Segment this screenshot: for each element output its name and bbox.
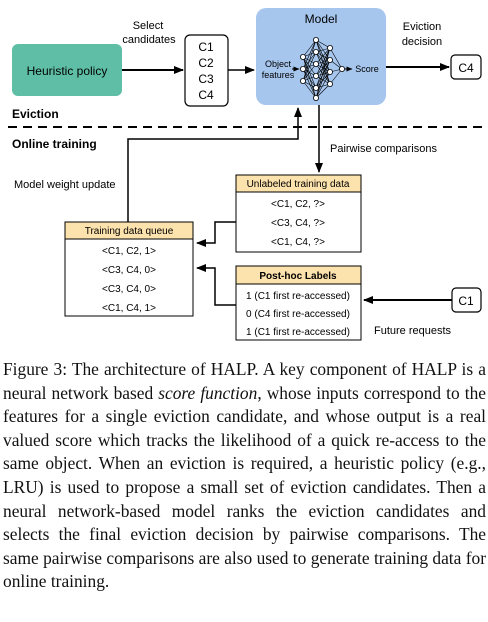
select-candidates-label-1: Select (133, 20, 164, 32)
nn-node (312, 37, 319, 44)
caption-prefix: Figure 3: The architecture of HALP. A ke… (3, 359, 486, 403)
nn-node (312, 85, 319, 92)
candidate-c2: C2 (198, 56, 214, 70)
nn-edge (315, 47, 331, 65)
arrow-posthoc-to-queue (196, 264, 236, 306)
object-features-label-1: Object (265, 59, 292, 69)
nn-node (326, 81, 333, 88)
model-weight-update-label: Model weight update (14, 179, 116, 191)
neural-network-icon (292, 37, 353, 102)
nn-node (312, 49, 319, 56)
heuristic-policy-box (12, 44, 122, 96)
nn-node (338, 66, 345, 73)
eviction-result-box (450, 54, 482, 80)
posthoc-table-body (235, 283, 362, 341)
posthoc-row-1: 1 (C1 first re-accessed) (246, 291, 350, 302)
nn-edge (302, 80, 317, 99)
nn-edge (315, 47, 331, 89)
queue-row-3: <C3, C4, 0> (102, 284, 156, 295)
nn-edge (302, 39, 317, 82)
queue-row-2: <C3, C4, 0> (102, 265, 156, 276)
posthoc-table-title: Post-hoc Labels (259, 271, 337, 282)
caption-suffix: , whose inputs correspond to the feature… (3, 382, 486, 592)
score-label: Score (355, 64, 379, 74)
nn-node (326, 57, 333, 64)
nn-edge (315, 59, 331, 99)
unlabeled-row-2: <C3, C4, ?> (271, 218, 325, 229)
nn-node (326, 69, 333, 76)
section-eviction-label: Eviction (12, 107, 59, 121)
nn-node (312, 73, 319, 80)
queue-row-1: <C1, C2, 1> (102, 246, 156, 257)
unlabeled-table-title: Unlabeled training data (247, 179, 350, 190)
queue-row-4: <C1, C4, 1> (102, 303, 156, 314)
future-request-item: C1 (458, 294, 474, 308)
candidate-c3: C3 (198, 72, 214, 86)
nn-edge (329, 47, 343, 70)
heuristic-policy-label: Heuristic policy (27, 64, 108, 78)
object-features-label-2: features (262, 70, 295, 80)
pairwise-comparisons-label: Pairwise comparisons (330, 143, 437, 155)
model-title: Model (305, 12, 338, 26)
eviction-result: C4 (458, 61, 474, 75)
unlabeled-row-3: <C1, C4, ?> (271, 237, 325, 248)
nn-edge (315, 83, 331, 99)
figure-caption: Figure 3: The architecture of HALP. A ke… (3, 358, 486, 594)
nn-edge (302, 51, 317, 82)
nn-edge (315, 71, 331, 89)
nn-node (299, 66, 306, 73)
nn-edge (302, 63, 317, 82)
candidate-c1: C1 (198, 40, 214, 54)
future-requests-label: Future requests (374, 325, 452, 337)
queue-table-title: Training data queue (85, 226, 174, 237)
posthoc-row-3: 1 (C1 first re-accessed) (246, 327, 350, 338)
caption-emphasis: score function (158, 382, 258, 403)
nn-edge (329, 68, 343, 85)
nn-node (312, 61, 319, 68)
queue-table-body (64, 238, 194, 317)
nn-edge (302, 39, 317, 70)
candidate-c4: C4 (198, 88, 214, 102)
eviction-decision-label-1: Eviction (403, 21, 442, 33)
halp-architecture-diagram: Heuristic policy Select candidates C1 C2… (8, 8, 482, 341)
nn-node (299, 78, 306, 85)
unlabeled-row-1: <C1, C2, ?> (271, 199, 325, 210)
arrow-unlabeled-to-queue (196, 221, 236, 247)
nn-node (326, 45, 333, 52)
select-candidates-label-2: candidates (122, 34, 176, 46)
arrow-queue-to-model (127, 107, 302, 222)
nn-node (312, 95, 319, 102)
nn-node (299, 54, 306, 61)
unlabeled-table-body (235, 191, 362, 253)
nn-edge (315, 47, 331, 77)
eviction-decision-label-2: decision (402, 36, 442, 48)
nn-edge (315, 71, 331, 99)
posthoc-row-2: 0 (C4 first re-accessed) (246, 309, 350, 320)
nn-edge (302, 39, 317, 58)
section-online-training-label: Online training (12, 137, 97, 151)
